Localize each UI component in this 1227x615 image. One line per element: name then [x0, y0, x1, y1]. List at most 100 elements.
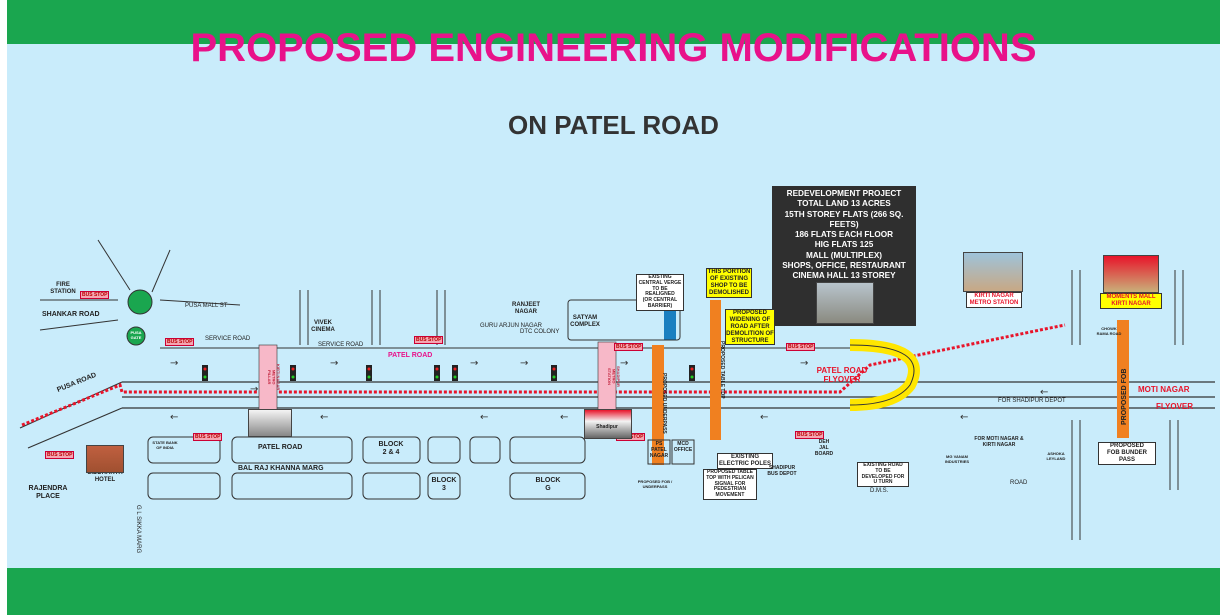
service-road-label-2: SERVICE ROAD: [318, 342, 364, 348]
redev-line: TOTAL LAND 13 ACRES: [797, 199, 891, 209]
traffic-arrows: →→→ →→→ →←← ←←← ←←: [170, 358, 1048, 423]
deh-label: DEH JAL BOARD: [814, 439, 834, 457]
patel-road-block-label: PATEL ROAD: [258, 444, 302, 451]
moments-mall-label: MOMENTS MALL KIRTI NAGAR: [1100, 293, 1162, 309]
satyam-complex-label: SATYAM COMPLEX: [570, 315, 600, 328]
redev-line: HIG FLATS 125: [814, 240, 874, 250]
pusa-gate-label: PUSA GATE: [130, 330, 142, 340]
redev-line: SHOPS, OFFICE, RESTAURANT: [782, 260, 906, 270]
svg-text:→: →: [250, 384, 258, 395]
rajendra-place-label: RAJENDRA PLACE: [28, 485, 68, 501]
proposed-widening-note: PROPOSED WIDENING OF ROAD AFTER DEMOLITI…: [725, 309, 775, 346]
siddharth-hotel-label: SIDDHARTH HOTEL: [87, 470, 123, 483]
svg-text:→: →: [330, 358, 338, 369]
central-verge-note: EXISTING CENTRAL VERGE TO BE REALIGNED (…: [636, 274, 684, 311]
guru-arjun-label: GURU ARJUN NAGAR: [480, 323, 543, 329]
road-label: ROAD: [1010, 480, 1028, 486]
bottom-band: [7, 568, 1220, 615]
svg-text:←: ←: [480, 412, 488, 423]
moments-mall-photo: [1103, 255, 1159, 293]
shadipur-depot-label: FOR SHADIPUR DEPOT: [998, 398, 1066, 404]
vivek-cinema-label: VIVEK CINEMA: [311, 320, 335, 333]
metro-pillar-1-label: KIRTI NAGAR METRO PILLAR: [266, 363, 281, 391]
svg-text:←: ←: [560, 412, 568, 423]
orange-table-top-label: PROPOSED TABLE TOP: [719, 341, 725, 399]
proposed-fob-vertical: PROPOSED FOB: [1121, 369, 1128, 425]
bus-stop-badge: BUS STOP: [80, 291, 110, 299]
orange-table-top: [710, 300, 721, 440]
block-g-label: BLOCK G: [535, 477, 561, 493]
chowk-label: CHOWK RAMA ROAD: [1096, 326, 1122, 336]
mcd-office-label: MCD OFFICE: [673, 441, 693, 453]
hotel-photo: [86, 445, 124, 473]
bus-stop-badge: BUS STOP: [786, 343, 816, 351]
kirti-nagar-metro-label: KIRTI NAGAR METRO STATION: [966, 292, 1022, 308]
bal-raj-label: BAL RAJ KHANNA MARG: [238, 465, 324, 472]
page-subtitle: ON PATEL ROAD: [508, 110, 719, 140]
proposed-table-note: PROPOSED TABLE TOP WITH PELICAN SIGNAL F…: [703, 469, 757, 500]
redev-line: REDEVELOPMENT PROJECT: [786, 189, 902, 198]
gl-sikka-label: G L SIKKA MARG: [135, 505, 141, 553]
svg-text:←: ←: [760, 412, 768, 423]
svg-text:←: ←: [1040, 387, 1048, 398]
moti-nagar-label: MOTI NAGAR: [1138, 385, 1190, 394]
flyover-label: FLYOVER: [1156, 402, 1193, 411]
top-band: [7, 0, 1220, 44]
metro-pillar-2-label: SHADIPUR METRO STATION: [606, 365, 621, 387]
bus-shelter-photo: [248, 409, 292, 437]
orange-fob: [1117, 320, 1129, 438]
svg-text:←: ←: [960, 412, 968, 423]
fire-station-label: FIRE STATION: [50, 282, 76, 295]
redev-line: MALL (MULTIPLEX): [805, 250, 883, 260]
bus-stop-badge: BUS STOP: [614, 343, 644, 351]
ranjeet-nagar-label: RANJEET NAGAR: [511, 302, 540, 315]
fob-underpass-label: PROPOSED FOB / UNDERPASS: [637, 479, 673, 489]
redev-line: 186 FLATS EACH FLOOR: [794, 230, 894, 239]
shadipur-bus-depot-label: SHADIPUR BUS DEPOT: [767, 465, 797, 477]
dtc-colony-label: DTC COLONY: [520, 329, 559, 335]
this-portion-note: THIS PORTION OF EXISTING SHOP TO BE DEMO…: [706, 268, 752, 298]
bus-stop-badge: BUS STOP: [795, 431, 825, 439]
bus-stop-badge: BUS STOP: [165, 338, 195, 346]
svg-text:→: →: [170, 358, 178, 369]
page-title: PROPOSED ENGINEERING MODIFICATIONS: [190, 26, 1037, 70]
u-turn-note: EXISTING ROAD TO BE DEVELOPED FOR U TURN: [857, 462, 909, 487]
kirti-metro-photo: [963, 252, 1023, 292]
moti-kirti-label: FOR MOTI NAGAR & KIRTI NAGAR: [974, 436, 1024, 448]
shankar-road-label: SHANKAR ROAD: [42, 311, 100, 318]
block-3-label: BLOCK 3: [431, 477, 457, 493]
block-24-label: BLOCK 2 & 4: [378, 441, 404, 457]
svg-text:→: →: [470, 358, 478, 369]
shadipur-photo: [584, 409, 632, 439]
service-road-label: SERVICE ROAD: [205, 336, 251, 342]
shadipur-label: Shadipur: [596, 424, 618, 430]
blocks: [147, 299, 695, 500]
pusa-road-label: PUSA ROAD: [56, 372, 97, 394]
ps-patel-nagar-label: PS PATEL NAGAR: [649, 441, 669, 459]
svg-text:→: →: [800, 358, 808, 369]
redevelopment-box: REDEVELOPMENT PROJECT TOTAL LAND 13 ACRE…: [772, 186, 916, 326]
state-bank-label: STATE BANK OF INDIA: [152, 440, 178, 450]
ashoka-label: ASHOKA LEYLAND: [1046, 451, 1066, 461]
dms-label: D.M.S.: [870, 488, 889, 494]
svg-text:←: ←: [320, 412, 328, 423]
bus-stop-badge: BUS STOP: [193, 433, 223, 441]
orange-underpass: [652, 345, 664, 465]
svg-text:←: ←: [170, 412, 178, 423]
bus-stop-badge: BUS STOP: [414, 336, 444, 344]
patel-road-map-label: PATEL ROAD: [388, 352, 432, 359]
pusa-gate-circle: [126, 326, 146, 346]
proposed-divider: [21, 323, 1066, 427]
bus-stop-badge: BUS STOP: [45, 451, 75, 459]
proposed-fob-box: PROPOSED FOB BUNDER PASS: [1098, 442, 1156, 465]
electric-poles-note: EXISTING ELECTRIC POLES: [717, 453, 773, 469]
patel-road-flyover-label: PATEL ROAD FLYOVER: [816, 366, 868, 385]
orange-underpass-label: PROPOSED UNDERPASS: [661, 372, 667, 434]
redev-photo: [816, 282, 874, 324]
pusa-mall-label: PUSA MALL ST: [185, 303, 228, 309]
mgvanam-label: MG VANAM INDUSTRIES: [944, 454, 970, 464]
svg-text:→: →: [520, 358, 528, 369]
roundabout: [127, 289, 153, 315]
redev-line: 15TH STOREY FLATS (266 SQ. FEETS): [784, 209, 904, 229]
